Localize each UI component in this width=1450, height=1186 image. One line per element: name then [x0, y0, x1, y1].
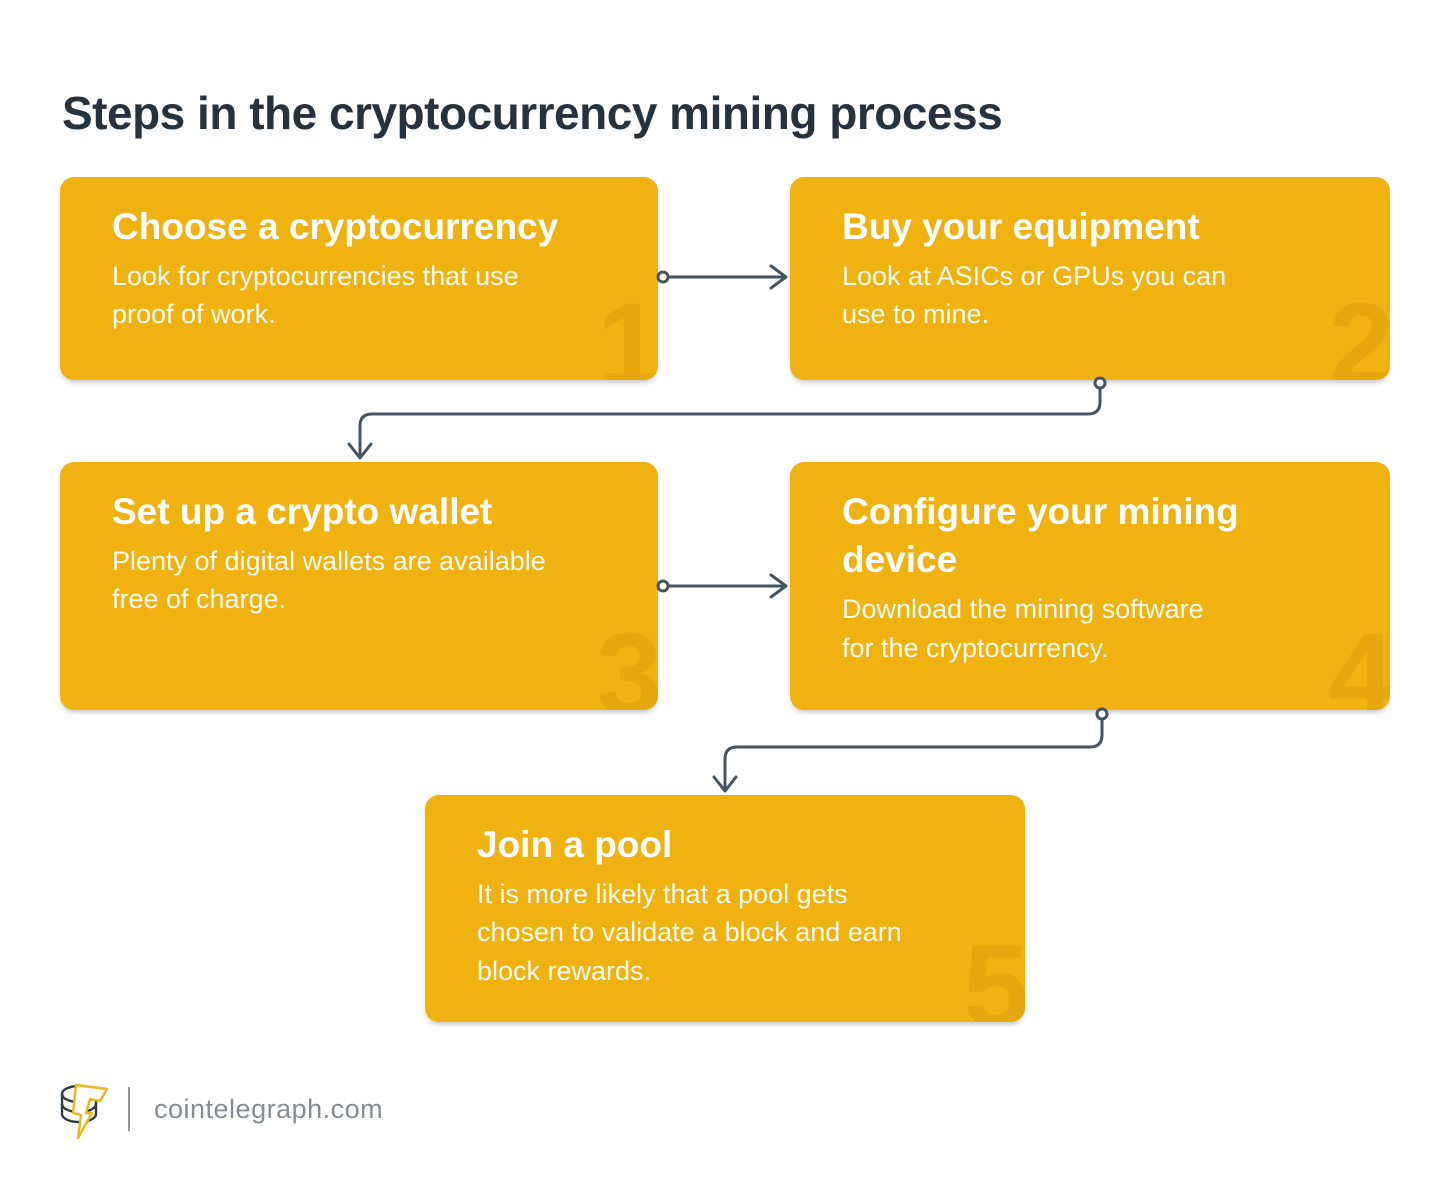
connector-start-dot-icon	[656, 270, 670, 284]
connector-line	[358, 386, 1102, 457]
page-title: Steps in the cryptocurrency mining proce…	[62, 86, 1003, 139]
cointelegraph-logo-icon	[60, 1083, 109, 1140]
step-card-4: Configure your mining device Download th…	[790, 462, 1390, 710]
step-1-heading: Choose a cryptocurrency	[112, 206, 559, 247]
step-3-heading: Set up a crypto wallet	[112, 491, 493, 532]
footer-divider	[128, 1087, 130, 1131]
step-4-body: Download the mining software for the cry…	[842, 594, 1204, 663]
step-card-3: Set up a crypto wallet Plenty of digital…	[60, 462, 658, 710]
step-4-number: 4	[1328, 609, 1390, 710]
connector-line	[723, 717, 1104, 790]
step-2-heading: Buy your equipment	[842, 206, 1200, 247]
connector-step4-step5	[712, 707, 1109, 793]
step-1-body: Look for cryptocurrencies that use proof…	[112, 261, 519, 330]
arrowhead-right-icon	[769, 264, 788, 290]
arrowhead-right-icon	[769, 573, 788, 599]
footer-branding: cointelegraph.com	[58, 1078, 383, 1140]
step-card-1: Choose a cryptocurrency Look for cryptoc…	[60, 177, 658, 380]
connector-step1-step2	[656, 264, 788, 290]
step-3-body: Plenty of digital wallets are available …	[112, 546, 546, 615]
step-5-body: It is more likely that a pool gets chose…	[477, 879, 902, 986]
step-2-body: Look at ASICs or GPUs you can use to min…	[842, 261, 1227, 330]
step-5-heading: Join a pool	[477, 824, 673, 865]
step-5-number: 5	[963, 921, 1025, 1022]
step-3-number: 3	[596, 609, 658, 710]
footer-site-label: cointelegraph.com	[154, 1093, 384, 1124]
step-4-heading: Configure your mining device	[842, 491, 1239, 581]
step-2-number: 2	[1328, 279, 1390, 380]
step-1-number: 1	[596, 279, 658, 380]
connector-start-dot-icon	[1095, 707, 1109, 721]
connector-step2-step3	[347, 376, 1107, 460]
arrowhead-down-icon	[347, 442, 373, 460]
connector-start-dot-icon	[656, 579, 670, 593]
connector-step3-step4	[656, 573, 788, 599]
arrowhead-down-icon	[712, 775, 738, 793]
step-card-2: Buy your equipment Look at ASICs or GPUs…	[790, 177, 1390, 380]
step-card-5: Join a pool It is more likely that a poo…	[425, 795, 1025, 1022]
